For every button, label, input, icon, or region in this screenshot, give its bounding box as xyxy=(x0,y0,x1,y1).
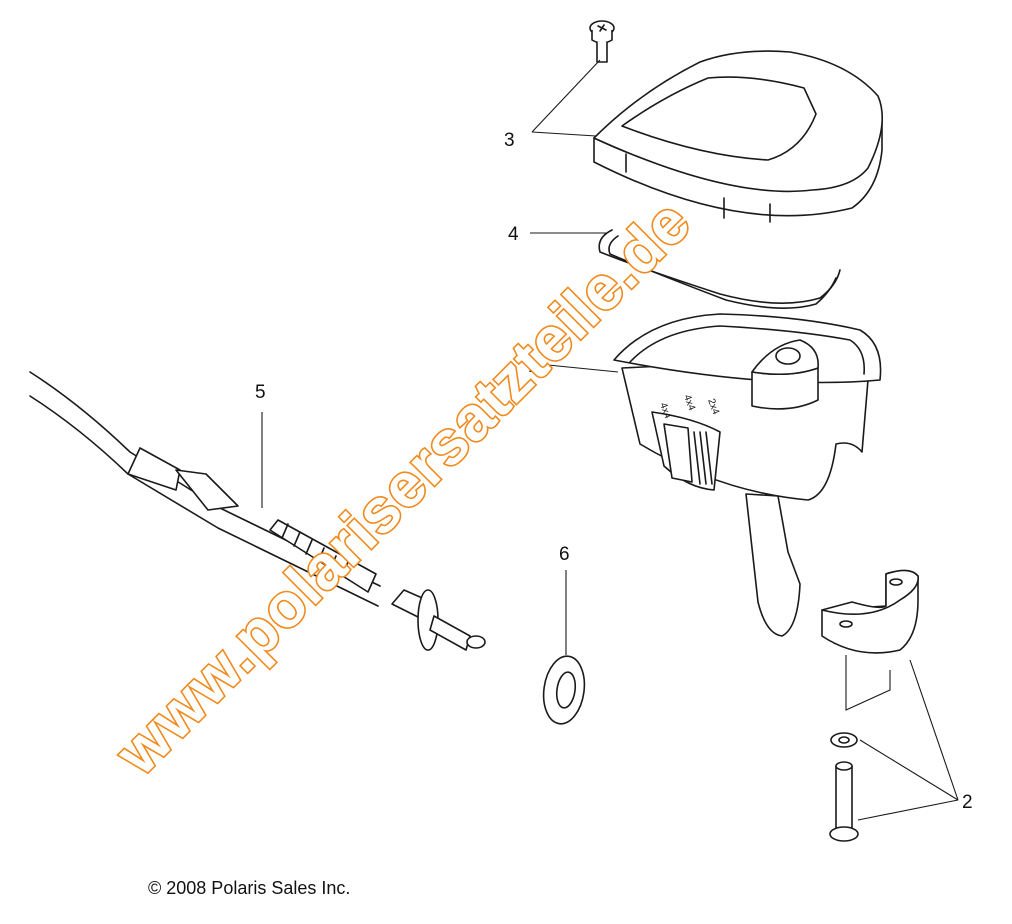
mode-label-b: 4x4 xyxy=(681,393,697,412)
callout-1: 1 xyxy=(528,356,539,377)
part-screw-bottom xyxy=(829,761,859,842)
callout-leaders xyxy=(261,59,959,821)
mode-label-a: 4x4 xyxy=(657,401,673,420)
part-gasket xyxy=(598,229,841,309)
callout-2: 2 xyxy=(962,792,973,813)
part-washer-large xyxy=(542,655,586,725)
part-washer-small xyxy=(830,732,858,748)
callout-5: 5 xyxy=(255,382,266,403)
callout-6: 6 xyxy=(559,544,570,565)
part-clamp xyxy=(821,569,919,654)
part-cable xyxy=(29,371,486,651)
callout-3: 3 xyxy=(504,130,515,151)
part-cover xyxy=(593,50,884,223)
copyright-notice: © 2008 Polaris Sales Inc. xyxy=(148,878,351,898)
part-screw-top xyxy=(589,20,615,63)
mode-label-c: 2x4 xyxy=(705,397,721,416)
callout-4: 4 xyxy=(508,224,519,245)
part-switch-housing: 4x4 4x4 2x4 xyxy=(613,313,882,637)
